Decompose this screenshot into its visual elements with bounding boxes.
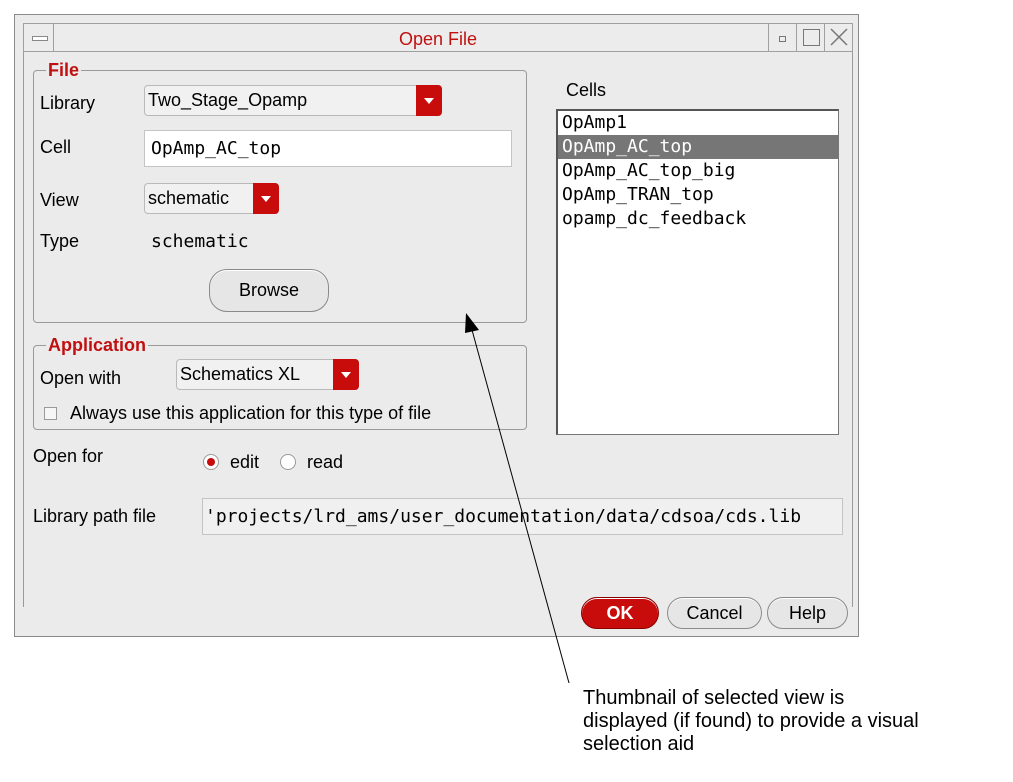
- cell-input[interactable]: OpAmp_AC_top: [144, 130, 512, 167]
- library-select-value: Two_Stage_Opamp: [148, 90, 308, 110]
- cells-label: Cells: [566, 80, 607, 100]
- cells-list-item[interactable]: OpAmp_AC_top_big: [562, 160, 736, 181]
- chevron-down-icon: [253, 183, 279, 214]
- always-use-label: Always use this application for this typ…: [70, 403, 432, 423]
- radio-read-label: read: [307, 452, 344, 472]
- chevron-down-icon: [416, 85, 442, 116]
- title-bar: Open File: [23, 23, 853, 52]
- radio-read[interactable]: [280, 454, 296, 470]
- library-label: Library: [40, 93, 96, 113]
- cancel-button[interactable]: Cancel: [667, 597, 762, 629]
- chevron-down-icon: [333, 359, 359, 390]
- application-group-legend: Application: [46, 335, 148, 355]
- view-select[interactable]: schematic: [144, 183, 279, 214]
- type-value: schematic: [151, 231, 249, 252]
- frame-edge-right: [852, 52, 853, 607]
- open-with-select[interactable]: Schematics XL: [176, 359, 359, 390]
- cells-list-item[interactable]: OpAmp_TRAN_top: [562, 184, 714, 205]
- close-icon: [830, 28, 848, 46]
- open-for-label: Open for: [33, 446, 104, 466]
- view-label: View: [40, 190, 79, 210]
- annotation-line-3: selection aid: [583, 733, 695, 755]
- radio-edit[interactable]: [203, 454, 219, 470]
- browse-button[interactable]: Browse: [209, 269, 329, 312]
- window-title: Open File: [398, 29, 478, 49]
- maximize-button[interactable]: [796, 24, 824, 51]
- radio-edit-label: edit: [230, 452, 260, 472]
- cells-list-item[interactable]: OpAmp_AC_top: [558, 135, 838, 159]
- frame-edge-left: [23, 52, 24, 607]
- open-with-label: Open with: [40, 368, 122, 388]
- cells-list-item[interactable]: opamp_dc_feedback: [562, 208, 747, 229]
- view-select-value: schematic: [148, 188, 230, 208]
- file-group: File: [33, 60, 527, 323]
- file-group-legend: File: [46, 60, 82, 80]
- ok-button[interactable]: OK: [581, 597, 659, 629]
- library-path-label: Library path file: [33, 506, 157, 526]
- cell-label: Cell: [40, 137, 72, 157]
- type-label: Type: [40, 231, 80, 251]
- close-button[interactable]: [824, 24, 852, 51]
- always-use-checkbox[interactable]: [44, 407, 57, 420]
- annotation-line-2: displayed (if found) to provide a visual: [583, 710, 919, 732]
- open-file-dialog: Open File File Library Two_Stage_Opamp C…: [14, 14, 859, 637]
- cells-list-item[interactable]: OpAmp1: [562, 112, 628, 133]
- open-with-select-value: Schematics XL: [180, 364, 301, 384]
- minimize-button[interactable]: [768, 24, 796, 51]
- library-path-input[interactable]: 'projects/lrd_ams/user_documentation/dat…: [202, 498, 843, 535]
- annotation-line-1: Thumbnail of selected view is: [583, 687, 845, 709]
- library-select[interactable]: Two_Stage_Opamp: [144, 85, 442, 116]
- window-menu-button[interactable]: [24, 24, 54, 51]
- help-button[interactable]: Help: [767, 597, 848, 629]
- application-group: Application: [33, 335, 527, 430]
- annotation-text: Thumbnail of selected view is displayed …: [583, 687, 1003, 756]
